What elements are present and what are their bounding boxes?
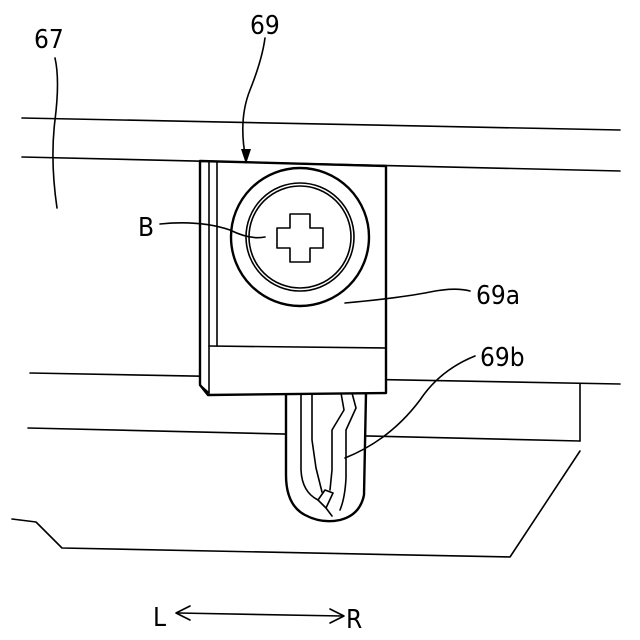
label-69b: 69b xyxy=(480,343,525,373)
label-b: B xyxy=(138,213,154,243)
label-69a: 69a xyxy=(476,281,520,311)
upper-rail xyxy=(22,118,620,171)
clip-69b xyxy=(286,393,366,521)
label-r: R xyxy=(346,605,362,635)
label-69: 69 xyxy=(250,11,280,41)
direction-arrow xyxy=(176,606,344,623)
label-l: L xyxy=(153,603,166,633)
label-67: 67 xyxy=(34,25,64,55)
